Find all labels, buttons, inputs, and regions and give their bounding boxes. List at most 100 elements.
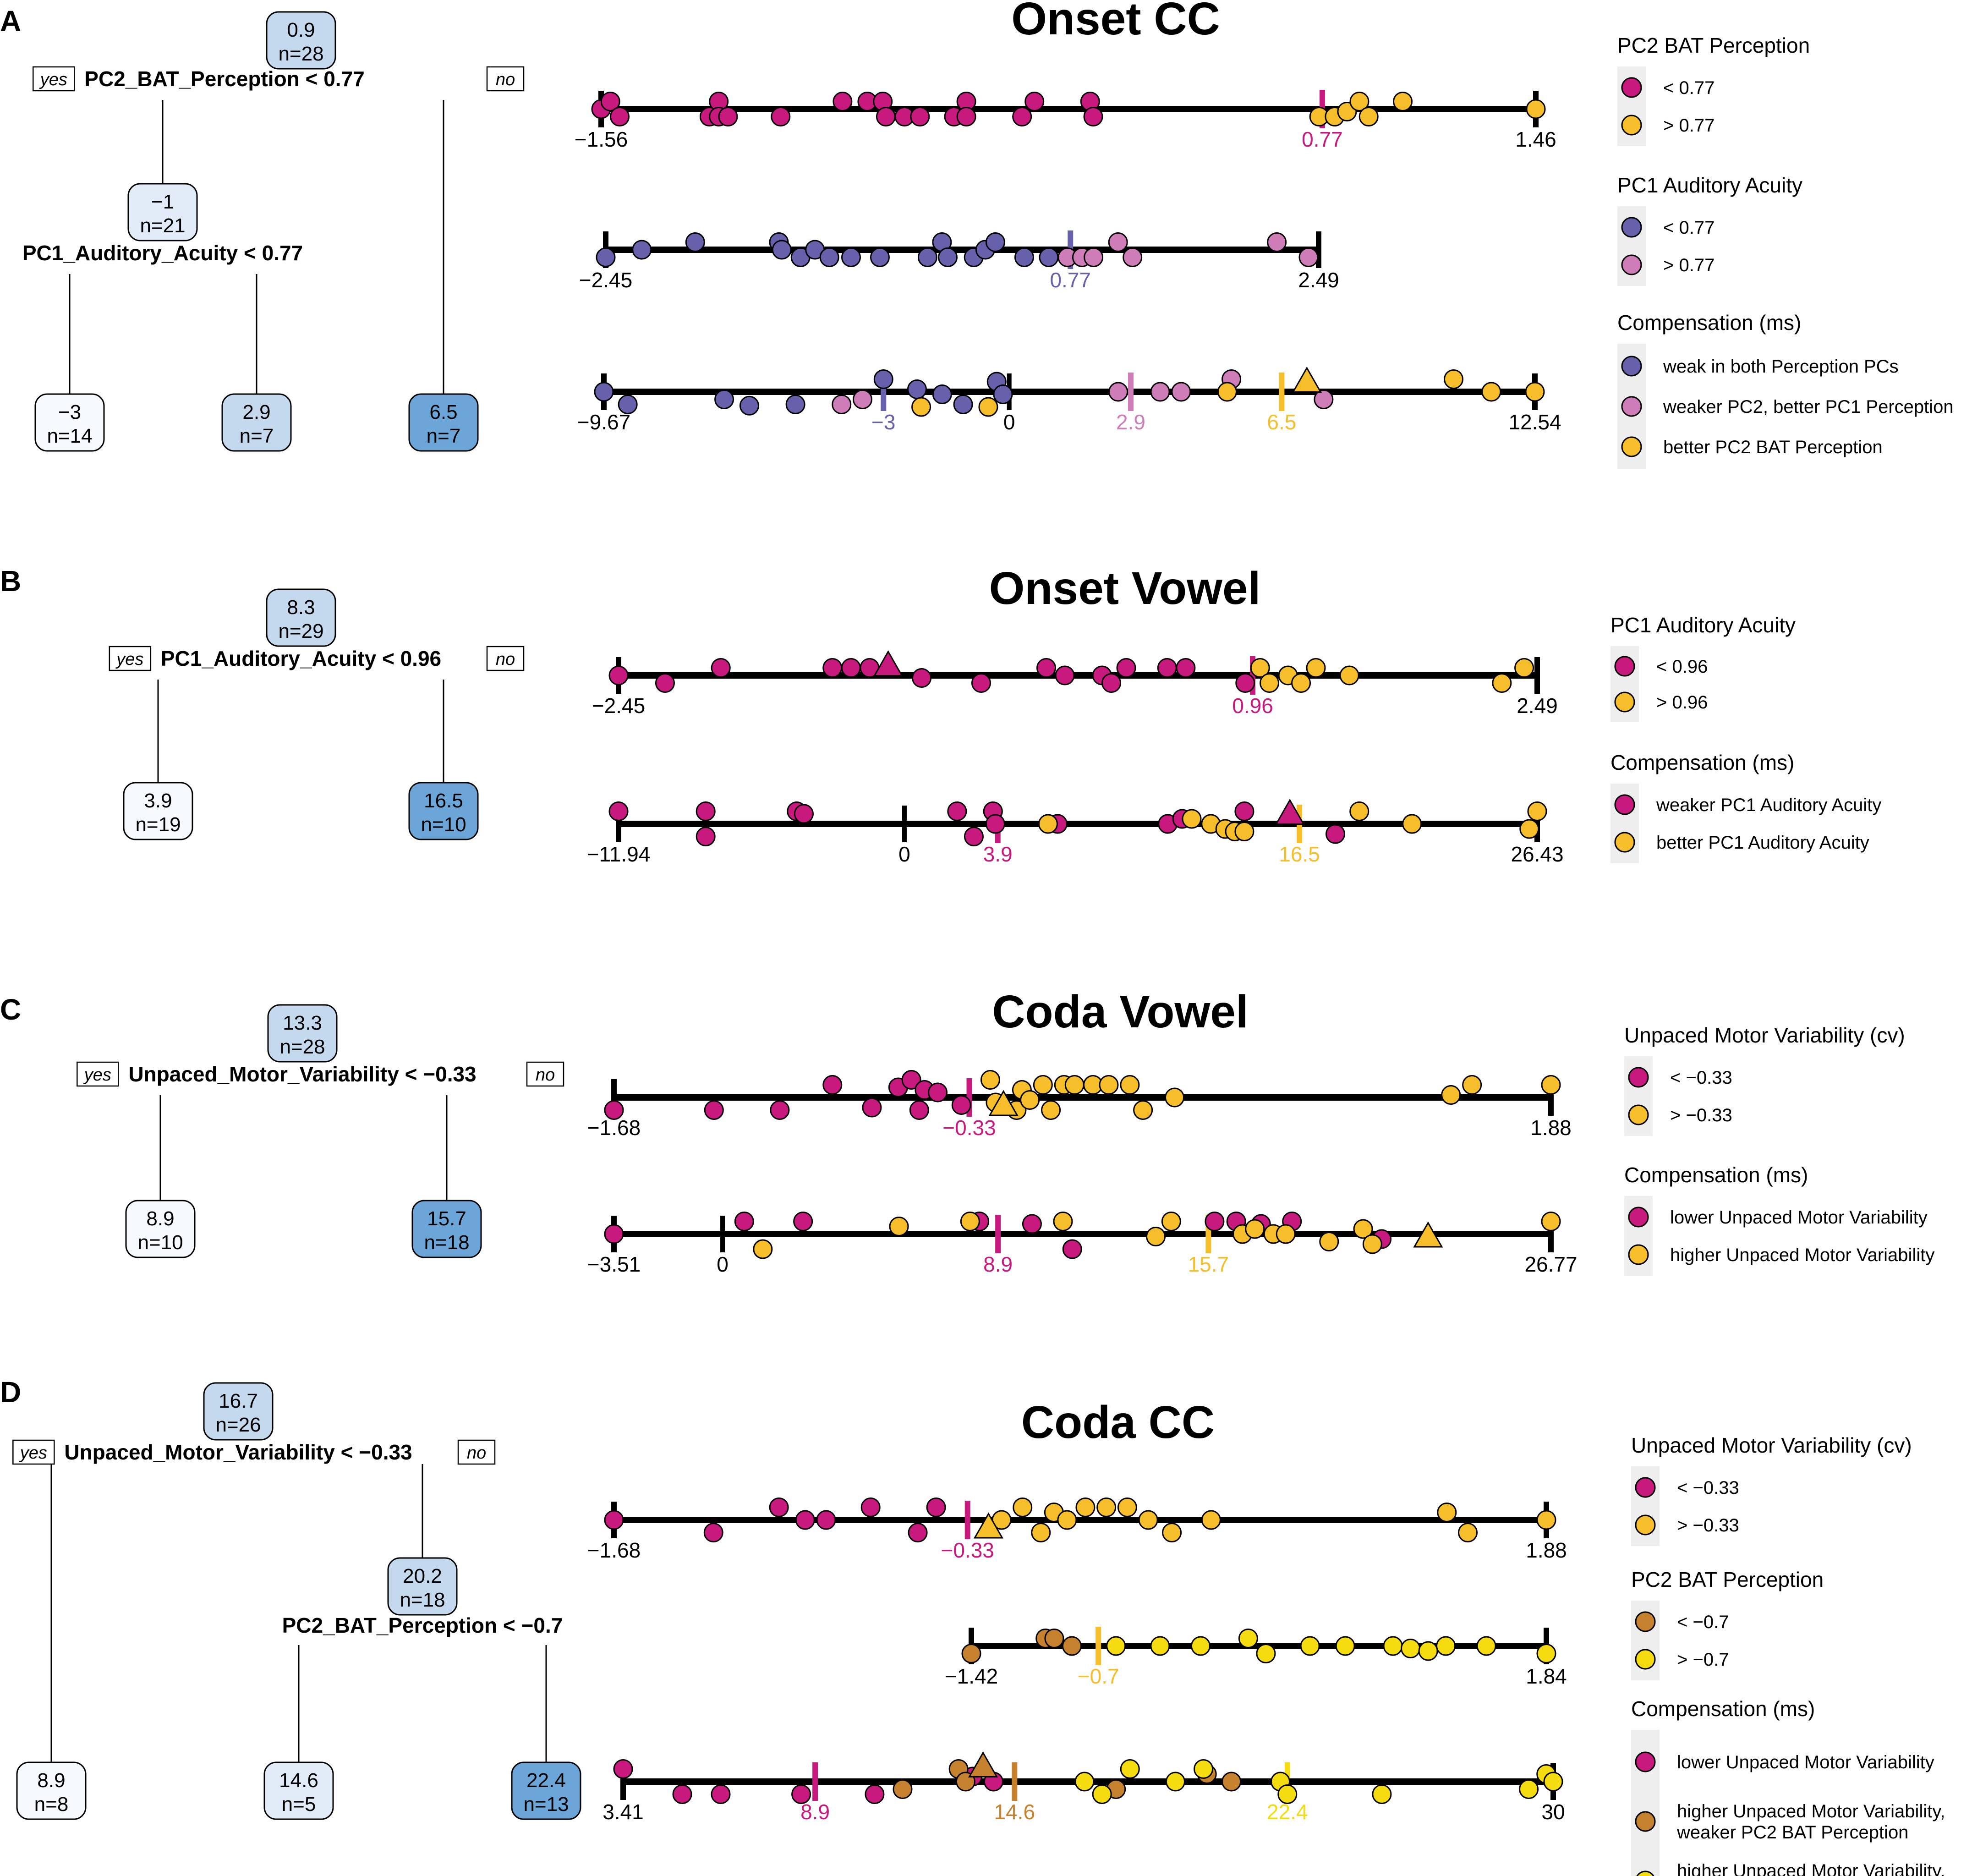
yes-box	[33, 66, 75, 92]
strip-point	[1444, 369, 1464, 389]
strip-point	[1031, 1523, 1051, 1542]
tree-node-box	[266, 11, 336, 70]
legend-key	[1628, 1207, 1649, 1228]
tree-node-box	[203, 1382, 274, 1441]
no-box	[526, 1061, 564, 1087]
legend-label: < −0.7	[1677, 1612, 1729, 1632]
strip-min-label: −1.42	[945, 1664, 998, 1688]
decision-tree: 16.7n=2620.2n=188.9n=814.6n=522.4n=13Unp…	[12, 1382, 581, 1820]
strip-point	[889, 1217, 909, 1236]
strip-min-label: −2.45	[592, 694, 645, 718]
no-label: no	[496, 70, 515, 89]
strip-point	[961, 1644, 981, 1663]
strip-point	[822, 1075, 843, 1095]
strip-point	[901, 1070, 921, 1090]
legend-label: better PC1 Auditory Acuity	[1656, 833, 1869, 853]
strip-point	[608, 801, 629, 821]
strip-point	[604, 1224, 624, 1244]
strip-point	[1234, 801, 1254, 821]
strip-point	[912, 668, 932, 688]
strip-point	[841, 247, 861, 267]
strip-point	[1012, 107, 1032, 126]
strip-mean-triangle	[968, 1751, 998, 1777]
strip-point	[1256, 1644, 1276, 1663]
legend: Compensation (ms)lower Unpaced Motor Var…	[1631, 1697, 1945, 1876]
legend: Compensation (ms)weaker PC1 Auditory Acu…	[1610, 751, 1881, 863]
strip-point	[1353, 1219, 1373, 1239]
node-count: n=7	[240, 425, 274, 447]
strip-point	[1062, 1239, 1082, 1259]
tree-node-box	[125, 1200, 196, 1258]
strip-point	[1171, 382, 1191, 402]
decision-tree: 0.9n=28−1n=21−3n=142.9n=76.5n=7PC2_BAT_P…	[22, 11, 525, 452]
strip-point	[1133, 1100, 1153, 1120]
strip-point	[696, 801, 716, 821]
tree-node-box	[221, 393, 292, 452]
strip-point	[1519, 1779, 1539, 1799]
node-value: −1	[151, 191, 174, 213]
strip-point	[1099, 1075, 1119, 1095]
strip-min-label: −11.94	[587, 842, 651, 866]
strip-max-label: 1.84	[1526, 1664, 1567, 1688]
strip-marker-label: 15.7	[1188, 1252, 1229, 1276]
legend-label: > −0.33	[1677, 1515, 1739, 1536]
node-count: n=18	[424, 1231, 469, 1254]
strip-point	[1146, 1227, 1166, 1246]
strip-zero-label: 0	[1003, 410, 1015, 434]
legend-key	[1614, 691, 1635, 713]
panel-title: Coda CC	[1021, 1397, 1215, 1448]
strip-point	[938, 247, 958, 267]
strip-max-label: 26.43	[1511, 842, 1563, 866]
legend-key	[1614, 656, 1635, 677]
panel-letter: C	[0, 993, 21, 1026]
strip-point	[951, 1095, 971, 1115]
legend-label: weaker PC2 BAT Perception	[1676, 1822, 1908, 1843]
yes-label: yes	[39, 70, 67, 89]
node-value: −3	[58, 401, 81, 423]
strip-point	[1277, 1784, 1298, 1804]
tree-split: PC2_BAT_Perception < −0.7	[282, 1613, 563, 1637]
node-value: 14.6	[279, 1769, 318, 1792]
legend-label: higher Unpaced Motor Variability	[1670, 1245, 1934, 1265]
strip-point	[1260, 673, 1280, 693]
strip-point	[1339, 665, 1359, 686]
legend: Unpaced Motor Variability (cv)< −0.33> −…	[1631, 1433, 1912, 1546]
strip-point	[1222, 1772, 1242, 1792]
strip-marker-label: 6.5	[1267, 410, 1296, 434]
tree-node-box	[16, 1761, 87, 1820]
strip-point	[910, 107, 930, 126]
strip-point	[769, 1498, 789, 1517]
strip-point	[862, 1097, 882, 1118]
panel-title: Onset Vowel	[989, 563, 1261, 614]
strip-point	[1182, 809, 1202, 829]
strip-point	[960, 1212, 980, 1231]
strip-point	[1362, 1234, 1382, 1254]
strip-point	[785, 395, 805, 414]
legend-key	[1621, 217, 1642, 238]
legend-key	[1621, 115, 1642, 136]
strip-point	[685, 232, 705, 252]
strip-point	[819, 247, 839, 267]
node-count: n=10	[421, 813, 466, 836]
panel-letter: A	[0, 5, 21, 38]
legend-label: weaker PC1 Auditory Acuity	[1656, 795, 1881, 815]
strip-point	[1401, 1639, 1421, 1658]
tree-node-box	[511, 1761, 581, 1820]
strip-point	[632, 240, 652, 260]
strip-point	[1298, 247, 1319, 267]
split-label: Unpaced_Motor_Variability < −0.33	[64, 1440, 412, 1464]
strip-point	[672, 1784, 692, 1804]
no-label: no	[536, 1065, 555, 1085]
strip-point	[1033, 1075, 1053, 1095]
legend-title: Unpaced Motor Variability (cv)	[1631, 1433, 1912, 1457]
strip-point	[908, 1523, 928, 1542]
legend: PC2 BAT Perception< −0.7> −0.7	[1631, 1568, 1824, 1680]
decision-tree: 8.3n=293.9n=1916.5n=10PC1_Auditory_Acuit…	[109, 588, 525, 840]
strip-point	[753, 1239, 773, 1259]
node-count: n=18	[400, 1589, 445, 1611]
strip-point	[870, 247, 890, 267]
